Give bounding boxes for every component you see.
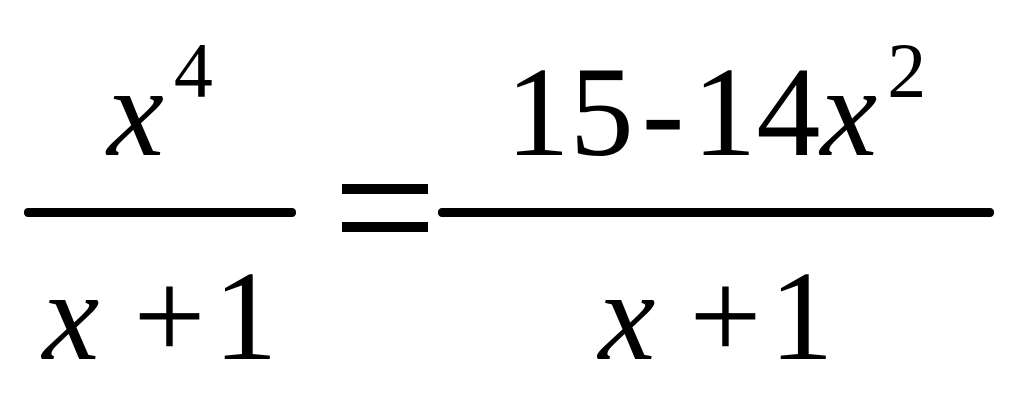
right-fraction-bar: [438, 208, 994, 217]
right-numerator-minus: -: [641, 41, 685, 183]
left-denominator-variable: x: [42, 245, 100, 387]
right-denominator: x+1: [438, 252, 994, 380]
equals-bottom-line: [342, 222, 428, 232]
right-denominator-constant: 1: [769, 245, 834, 387]
left-denominator-constant: 1: [213, 245, 278, 387]
right-numerator-variable: x: [820, 41, 878, 183]
left-denominator-plus: +: [133, 245, 206, 387]
right-denominator-variable: x: [598, 245, 656, 387]
equals-sign: [342, 184, 428, 236]
left-fraction-bar: [24, 208, 296, 217]
right-numerator-exponent: 2: [887, 27, 927, 114]
right-numerator-coefficient: 14: [692, 41, 821, 183]
equals-top-line: [342, 184, 428, 194]
left-denominator: x+1: [24, 252, 296, 380]
left-numerator-variable: x: [107, 41, 164, 183]
left-numerator-exponent: 4: [173, 27, 213, 114]
right-numerator-constant: 15: [505, 41, 634, 183]
right-denominator-plus: +: [689, 245, 762, 387]
